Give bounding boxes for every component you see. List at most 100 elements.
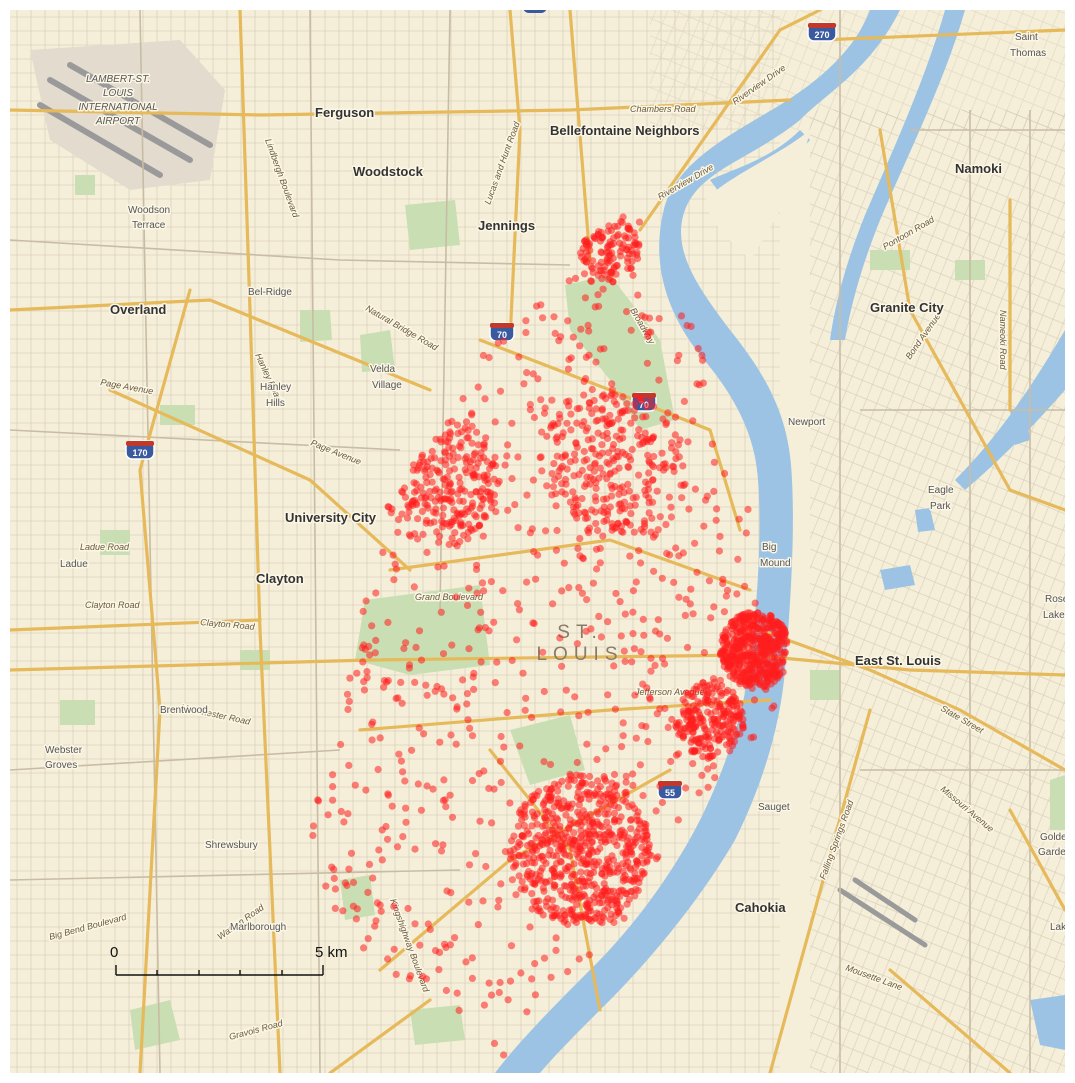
incident-point <box>514 822 522 830</box>
incident-point <box>418 453 426 461</box>
incident-point <box>465 645 473 653</box>
incident-point <box>585 529 593 537</box>
incident-point <box>428 447 436 455</box>
incident-point <box>622 778 630 786</box>
incident-point <box>621 657 629 666</box>
incident-point <box>622 854 630 862</box>
incident-point <box>684 438 692 446</box>
incident-point <box>750 696 759 704</box>
incident-point <box>494 903 502 911</box>
incident-point <box>562 686 570 694</box>
incident-point <box>619 719 627 727</box>
airport-label: LAMBERT-ST. LOUIS INTERNATIONAL AIRPORT <box>77 73 159 129</box>
incident-point <box>561 451 569 459</box>
incident-point <box>432 840 440 848</box>
incident-point <box>518 878 526 886</box>
incident-point <box>451 934 459 942</box>
incident-point <box>688 748 696 756</box>
incident-point <box>437 608 445 616</box>
incident-point <box>591 508 599 516</box>
incident-point <box>529 370 537 378</box>
incident-point <box>501 848 509 856</box>
incident-point <box>741 676 749 684</box>
incident-point <box>578 814 586 822</box>
incident-point <box>522 329 530 337</box>
incident-point <box>579 772 587 780</box>
incident-point <box>522 694 530 702</box>
incident-point <box>611 705 620 713</box>
incident-point <box>590 234 599 242</box>
shield-i170: 170 <box>125 440 155 460</box>
incident-point <box>678 494 686 502</box>
incident-point <box>612 589 620 598</box>
incident-point <box>648 514 656 522</box>
incident-point <box>532 846 541 854</box>
incident-point <box>446 941 454 949</box>
incident-point <box>712 516 720 524</box>
incident-point <box>608 390 616 398</box>
incident-point <box>661 660 669 668</box>
incident-point <box>512 859 520 868</box>
incident-point <box>549 851 557 860</box>
map-frame[interactable]: 270 170 70 70 55 LAMBERT-ST. LOUIS I <box>10 10 1065 1073</box>
incident-point <box>431 687 439 695</box>
incident-point <box>710 603 718 611</box>
incident-point <box>550 872 559 881</box>
incident-point <box>740 668 748 676</box>
incident-point <box>601 865 609 873</box>
incident-point <box>549 903 557 911</box>
incident-point <box>753 662 761 670</box>
incident-point <box>608 484 616 492</box>
incident-point <box>515 353 523 361</box>
incident-point <box>710 696 718 704</box>
incident-point <box>627 419 635 427</box>
incident-point <box>647 528 655 536</box>
incident-point <box>472 565 481 574</box>
incident-point <box>485 784 493 793</box>
incident-point <box>448 417 456 425</box>
incident-point <box>624 222 632 230</box>
incident-point <box>650 402 658 410</box>
incident-point <box>529 879 537 887</box>
incident-point <box>347 849 356 857</box>
basemap[interactable]: 270 170 70 70 55 LAMBERT-ST. LOUIS I <box>10 10 1065 1073</box>
incident-point <box>667 503 675 511</box>
incident-point <box>584 878 592 886</box>
incident-point <box>345 865 353 873</box>
incident-point <box>604 794 613 802</box>
incident-point <box>573 405 582 413</box>
incident-point <box>551 329 559 337</box>
st-louis-label: ST. LOUIS <box>536 622 617 665</box>
incident-point <box>683 321 691 330</box>
incident-point <box>590 868 598 877</box>
svg-text:70: 70 <box>497 330 507 340</box>
incident-point <box>493 658 501 666</box>
incident-point <box>744 505 752 513</box>
incident-point <box>479 532 487 540</box>
incident-point <box>419 530 427 539</box>
incident-point <box>756 680 764 688</box>
incident-point <box>629 770 637 778</box>
incident-point <box>362 786 370 794</box>
incident-point <box>631 869 639 877</box>
incident-point <box>634 887 642 895</box>
incident-point <box>631 691 639 699</box>
incident-point <box>567 410 575 418</box>
incident-point <box>646 396 654 404</box>
incident-point <box>474 441 482 449</box>
incident-point <box>576 342 584 350</box>
incident-point <box>575 783 583 791</box>
place-label-velda: Velda <box>370 364 395 375</box>
incident-point <box>681 611 689 620</box>
incident-point <box>479 897 487 905</box>
incident-point <box>651 661 659 670</box>
incident-point <box>649 476 657 484</box>
street-label: Nameoki Road <box>998 310 1008 371</box>
incident-point <box>479 351 487 360</box>
incident-point <box>618 483 627 491</box>
incident-point <box>735 515 743 523</box>
incident-point <box>399 833 407 841</box>
incident-point <box>448 813 457 821</box>
incident-point <box>585 830 593 838</box>
place-label-east-st-louis: East St. Louis <box>855 653 941 668</box>
